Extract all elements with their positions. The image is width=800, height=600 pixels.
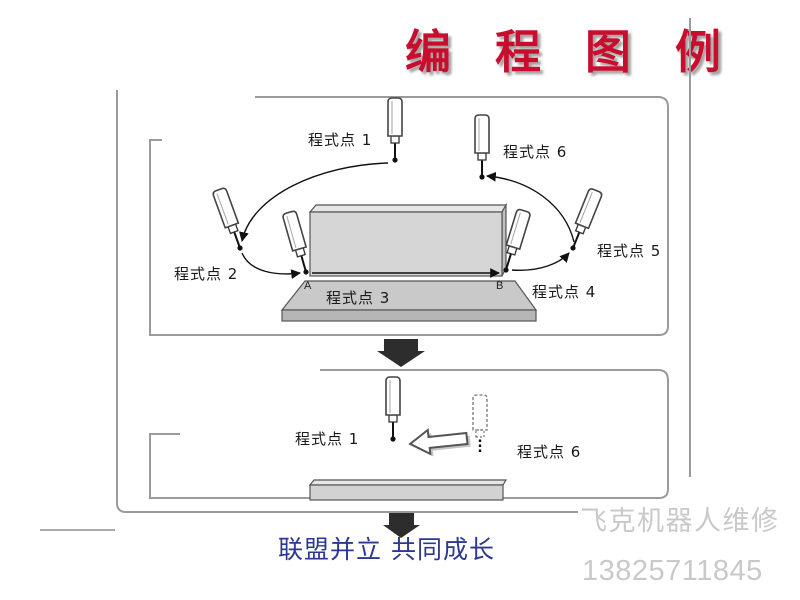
upper-workpiece <box>280 202 538 322</box>
lower-workpiece <box>308 479 508 501</box>
watermark-name: 飞克机器人维修 <box>580 506 780 537</box>
label-point-4: 程式点 4 <box>532 283 596 301</box>
diagram-title: 编程图例 <box>405 25 765 79</box>
lower-panel-border <box>149 369 669 499</box>
footer-slogan: 联盟并立 共同成长 <box>278 535 495 564</box>
outer-frame <box>116 90 578 513</box>
welding-torch-icon <box>281 209 315 278</box>
label-point-3: 程式点 3 <box>326 289 390 307</box>
label-point-6: 程式点 6 <box>503 143 567 161</box>
down-arrow-icon <box>383 513 420 538</box>
label-lower-point-6: 程式点 6 <box>517 443 581 461</box>
watermark-phone: 13825711845 <box>582 555 763 587</box>
label-point-5: 程式点 5 <box>597 242 661 260</box>
upper-panel: 程式点 1 程式点 6 程式点 2 程式点 3 程式点 4 程式点 5 A B <box>149 96 669 336</box>
welding-torch-icon <box>474 114 490 181</box>
path-arrow-b-to-5 <box>511 252 570 271</box>
marker-a: A <box>304 280 312 292</box>
lower-panel: 程式点 1 程式点 6 <box>149 369 669 501</box>
welding-torch-icon <box>211 186 249 254</box>
down-arrow-icon <box>377 339 425 367</box>
ghost-torch-icon <box>472 394 488 452</box>
welding-torch-icon <box>385 376 401 443</box>
label-lower-point-1: 程式点 1 <box>295 430 359 448</box>
label-point-1: 程式点 1 <box>308 131 372 149</box>
path-arrow-5-to-6 <box>486 171 575 243</box>
marker-b: B <box>496 280 503 292</box>
welding-torch-icon <box>387 97 403 164</box>
path-arrow-2-to-a <box>241 252 301 279</box>
label-point-2: 程式点 2 <box>174 265 238 283</box>
path-arrow-1-to-2 <box>239 162 389 242</box>
upper-panel-border <box>149 96 669 336</box>
left-arrow-icon <box>408 428 471 457</box>
